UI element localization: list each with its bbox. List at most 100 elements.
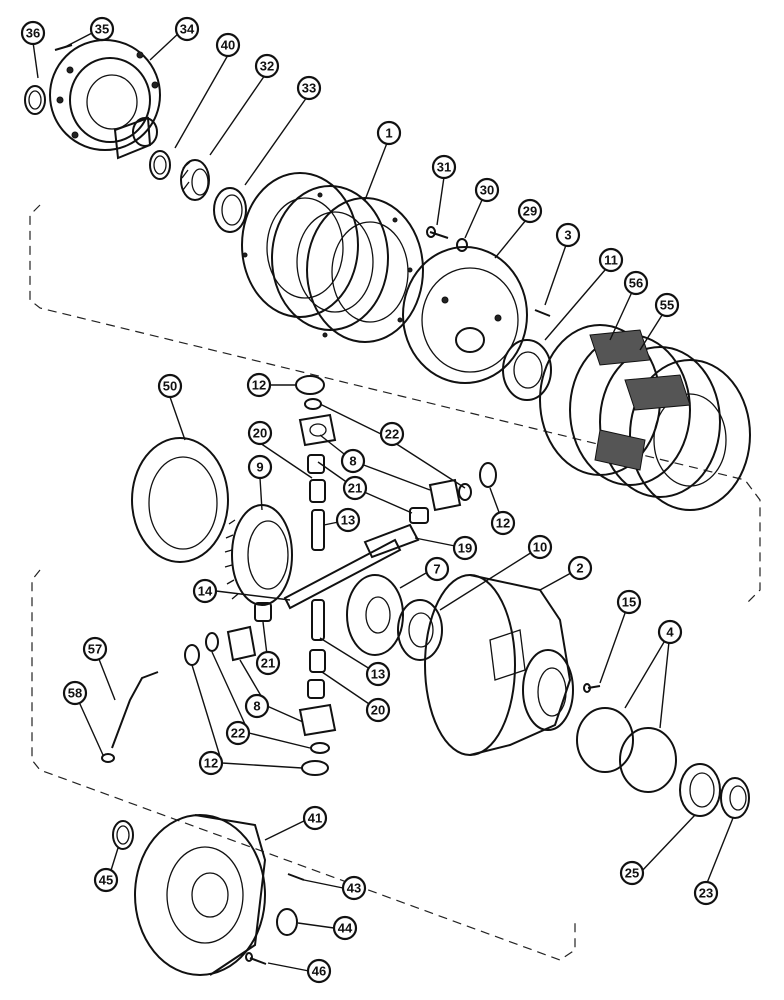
callout-46: 46 — [306, 958, 332, 984]
callout-58: 58 — [62, 680, 88, 706]
svg-text:2: 2 — [576, 561, 583, 576]
svg-text:8: 8 — [253, 699, 260, 714]
callout-14: 14 — [192, 578, 218, 604]
bearing-cone-part — [180, 159, 210, 201]
svg-text:20: 20 — [371, 703, 385, 718]
washer-44 — [276, 908, 298, 936]
svg-text:12: 12 — [496, 516, 510, 531]
svg-text:3: 3 — [564, 228, 571, 243]
leader-lines — [32, 31, 734, 972]
shaft-13-upper — [311, 509, 325, 551]
svg-text:29: 29 — [523, 204, 537, 219]
callout-1: 1 — [376, 120, 402, 146]
brake-pack-part — [539, 324, 751, 511]
sleeve-20-upper — [309, 479, 326, 503]
bearing-cup-25 — [679, 763, 721, 817]
bolt-part — [426, 226, 449, 239]
svg-text:58: 58 — [68, 686, 82, 701]
svg-text:35: 35 — [95, 22, 109, 37]
svg-text:43: 43 — [347, 881, 361, 896]
callout-25: 25 — [619, 860, 645, 886]
svg-text:13: 13 — [341, 513, 355, 528]
callout-19: 19 — [452, 535, 478, 561]
svg-text:50: 50 — [163, 379, 177, 394]
svg-text:45: 45 — [99, 873, 113, 888]
svg-text:57: 57 — [88, 642, 102, 657]
svg-text:7: 7 — [433, 562, 440, 577]
svg-text:13: 13 — [371, 667, 385, 682]
callout-11: 11 — [598, 247, 624, 273]
long-shaft-14 — [283, 538, 402, 610]
lube-tube-57 — [111, 671, 159, 749]
callout-32: 32 — [254, 53, 280, 79]
washer-22-left — [205, 632, 219, 652]
svg-text:4: 4 — [666, 625, 674, 640]
callout-41: 41 — [302, 805, 328, 831]
snap-ring-part — [149, 150, 171, 180]
callout-15: 15 — [616, 589, 642, 615]
bushing-21-lower — [307, 679, 325, 699]
svg-text:30: 30 — [480, 183, 494, 198]
pinion-gear-8-left — [226, 625, 257, 662]
svg-text:15: 15 — [622, 595, 636, 610]
thrust-washer-12-bottom — [301, 760, 329, 776]
pin-43 — [287, 873, 305, 881]
callout-29: 29 — [517, 198, 543, 224]
callout-34: 34 — [174, 16, 200, 42]
sleeve-20-lower — [309, 649, 326, 673]
callout-12-b: 12 — [490, 510, 516, 536]
bearing-cup-part — [213, 187, 247, 233]
svg-text:12: 12 — [252, 378, 266, 393]
pinion-gear-8-top — [298, 413, 337, 447]
svg-text:8: 8 — [349, 454, 356, 469]
front-flange-part — [49, 39, 161, 160]
svg-text:22: 22 — [385, 427, 399, 442]
thrust-washer-10 — [397, 599, 443, 661]
ring-gear-part — [224, 504, 293, 606]
svg-text:56: 56 — [629, 276, 643, 291]
thrust-washer-12-left — [184, 644, 200, 666]
callout-3: 3 — [555, 222, 581, 248]
svg-text:55: 55 — [660, 298, 674, 313]
screw-15 — [583, 683, 601, 693]
callout-9: 9 — [247, 454, 273, 480]
callout-12-a: 12 — [246, 372, 272, 398]
svg-text:41: 41 — [308, 811, 322, 826]
callout-2: 2 — [567, 555, 593, 581]
friction-discs-part — [241, 172, 424, 343]
svg-text:12: 12 — [204, 756, 218, 771]
callout-4: 4 — [657, 619, 683, 645]
svg-text:10: 10 — [533, 540, 547, 555]
callout-13-b: 13 — [365, 661, 391, 687]
washer-22-bottom — [310, 742, 330, 754]
callout-23: 23 — [693, 880, 719, 906]
shaft-13-lower — [311, 599, 325, 641]
callout-57: 57 — [82, 636, 108, 662]
washer-22-right — [458, 483, 472, 501]
callout-50: 50 — [157, 373, 183, 399]
pinion-gear-8-bottom — [298, 703, 337, 737]
bushing-21-left — [254, 602, 272, 622]
svg-text:34: 34 — [180, 22, 195, 37]
thrust-washer-12-right — [479, 462, 497, 488]
seal-ring-part — [24, 85, 46, 115]
callout-20-b: 20 — [365, 697, 391, 723]
bearing-cone-23 — [720, 777, 750, 819]
callout-30: 30 — [474, 177, 500, 203]
callout-33: 33 — [296, 75, 322, 101]
callout-8-a: 8 — [340, 448, 366, 474]
bushing-21-right — [409, 507, 429, 524]
thrust-washer-part — [502, 339, 552, 401]
pressure-plate-part — [402, 246, 528, 384]
callout-55: 55 — [654, 292, 680, 318]
seal-rings-4 — [576, 707, 677, 793]
callout-35: 35 — [89, 16, 115, 42]
washer-part — [456, 238, 468, 252]
svg-text:46: 46 — [312, 964, 326, 979]
svg-text:36: 36 — [26, 26, 40, 41]
washer-22-top — [304, 398, 322, 410]
svg-text:1: 1 — [385, 126, 392, 141]
piston-seal-part — [131, 437, 229, 563]
svg-text:9: 9 — [256, 460, 263, 475]
